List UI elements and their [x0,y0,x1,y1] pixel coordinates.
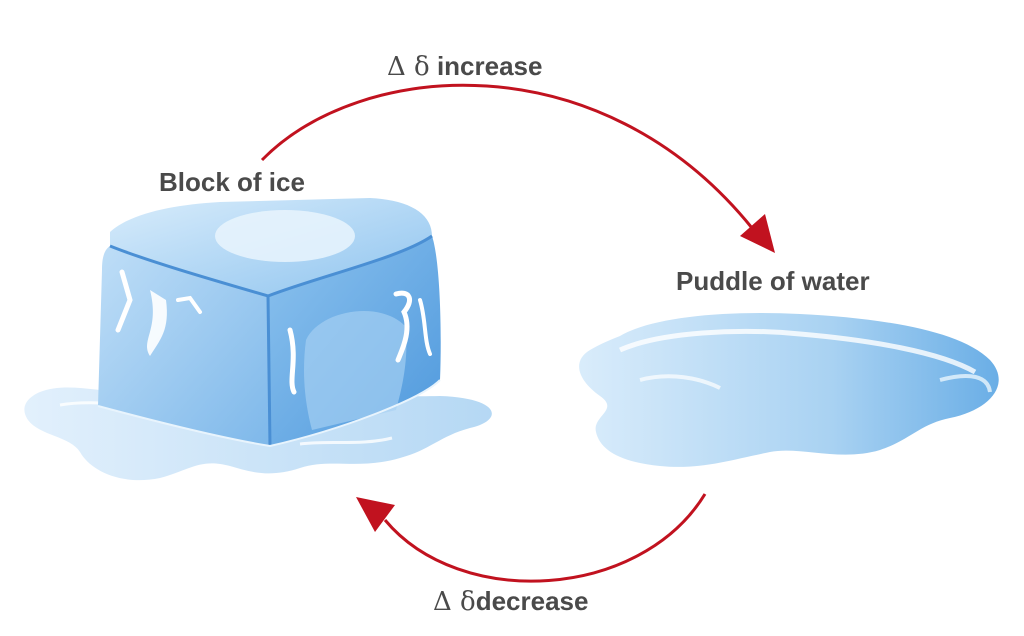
decrease-label: Δ δdecrease [433,588,588,615]
increase-label: Δ δ increase [387,53,542,80]
ice-block [97,198,441,448]
puddle-label: Puddle of water [676,266,870,296]
decrease-text: decrease [475,586,589,616]
ice-label: Block of ice [159,167,305,197]
decrease-symbol: Δ δ [433,587,476,617]
water-puddle [579,312,999,467]
increase-symbol: Δ δ [387,52,430,82]
increase-text: increase [436,51,543,81]
increase-arrow [260,83,775,253]
decrease-arrow [356,493,707,583]
